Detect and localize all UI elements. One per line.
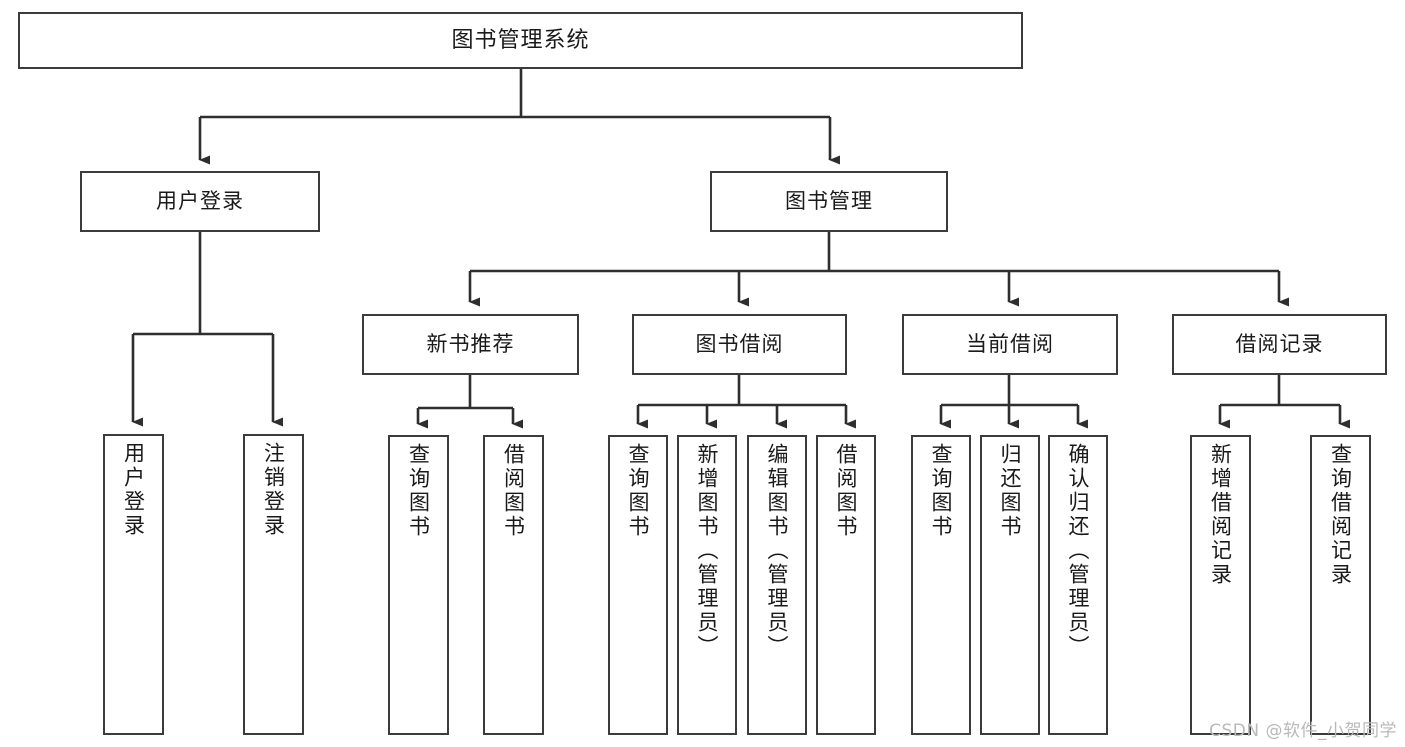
node-label: 图书管理	[785, 189, 873, 214]
leaf-user-login[interactable]: 用户登录	[103, 434, 164, 735]
node-new-book-recommend[interactable]: 新书推荐	[362, 314, 579, 375]
node-label: 注销登录	[261, 442, 286, 538]
node-book-manage[interactable]: 图书管理	[710, 171, 948, 232]
leaf-query-borrow-record[interactable]: 查询借阅记录	[1310, 435, 1371, 735]
node-label: 新增借阅记录	[1208, 443, 1233, 587]
node-label: 图书管理系统	[451, 27, 590, 53]
node-label: 查询借阅记录	[1328, 443, 1353, 587]
leaf-borrow-book[interactable]: 借阅图书	[816, 435, 876, 735]
leaf-borrow-book-recommend[interactable]: 借阅图书	[483, 435, 544, 735]
leaf-user-logout[interactable]: 注销登录	[243, 434, 304, 735]
leaf-confirm-return-admin[interactable]: 确认归还（管理员）	[1048, 435, 1108, 735]
node-label: 当前借阅	[966, 332, 1054, 357]
leaf-query-book-current[interactable]: 查询图书	[911, 435, 971, 735]
node-label: 确认归还（管理员）	[1066, 443, 1091, 659]
node-current-borrow[interactable]: 当前借阅	[902, 314, 1118, 375]
leaf-query-book-recommend[interactable]: 查询图书	[388, 435, 449, 735]
leaf-edit-book-admin[interactable]: 编辑图书（管理员）	[747, 435, 807, 735]
node-label: 用户登录	[121, 442, 146, 538]
leaf-query-book-borrow[interactable]: 查询图书	[608, 435, 668, 735]
watermark-text: CSDN @软件_小贺同学	[1209, 721, 1397, 741]
node-label: 借阅图书	[501, 443, 526, 539]
node-user-login[interactable]: 用户登录	[80, 171, 320, 232]
node-label: 图书借阅	[695, 332, 784, 357]
node-root-system[interactable]: 图书管理系统	[18, 12, 1023, 69]
node-book-borrow[interactable]: 图书借阅	[632, 314, 847, 375]
node-label: 编辑图书（管理员）	[765, 443, 790, 659]
node-label: 查询图书	[406, 443, 431, 539]
node-label: 借阅图书	[834, 443, 859, 539]
leaf-return-book[interactable]: 归还图书	[980, 435, 1040, 735]
node-label: 用户登录	[156, 189, 244, 214]
node-label: 查询图书	[626, 443, 651, 539]
node-label: 归还图书	[998, 443, 1023, 539]
leaf-add-borrow-record[interactable]: 新增借阅记录	[1190, 435, 1251, 735]
node-label: 借阅记录	[1235, 332, 1324, 357]
leaf-add-book-admin[interactable]: 新增图书（管理员）	[677, 435, 737, 735]
node-label: 查询图书	[929, 443, 954, 539]
node-label: 新书推荐	[426, 332, 515, 357]
node-label: 新增图书（管理员）	[695, 443, 720, 659]
node-borrow-record[interactable]: 借阅记录	[1172, 314, 1387, 375]
